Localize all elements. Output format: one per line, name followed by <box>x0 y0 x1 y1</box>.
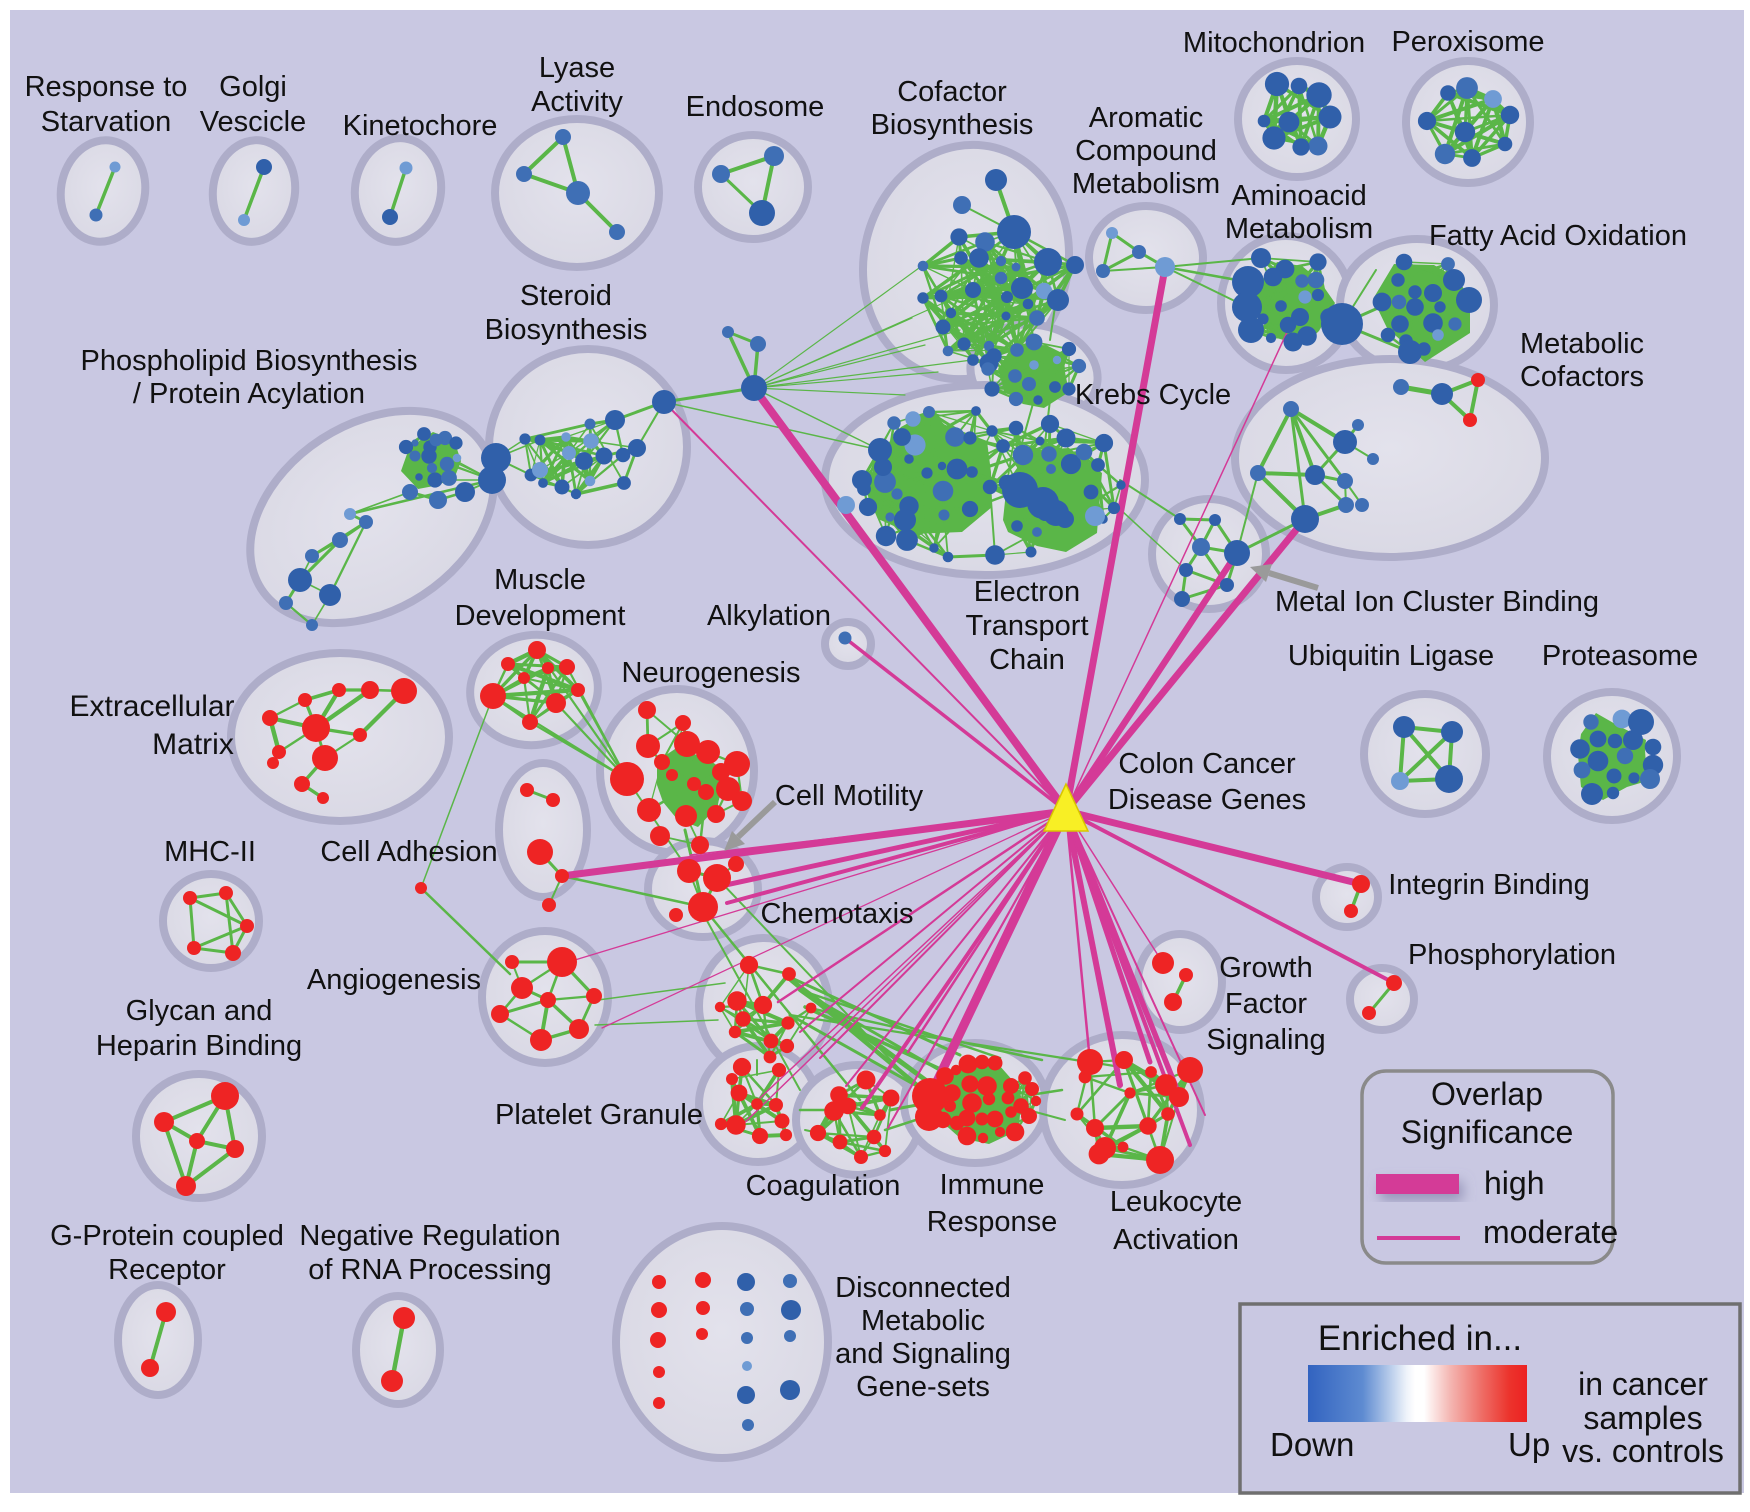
svg-text:Angiogenesis: Angiogenesis <box>307 964 481 996</box>
svg-text:in cancer: in cancer <box>1578 1366 1708 1402</box>
svg-text:Negative Regulation: Negative Regulation <box>299 1220 560 1252</box>
svg-text:Cell Adhesion: Cell Adhesion <box>320 836 497 868</box>
svg-text:Cofactors: Cofactors <box>1520 361 1644 393</box>
svg-text:Endosome: Endosome <box>686 91 825 123</box>
svg-text:Metabolic: Metabolic <box>1520 328 1644 360</box>
svg-text:Mitochondrion: Mitochondrion <box>1183 27 1365 59</box>
svg-text:Muscle: Muscle <box>494 564 586 596</box>
svg-text:Steroid: Steroid <box>520 280 612 312</box>
svg-text:Lyase: Lyase <box>539 52 615 84</box>
svg-text:Platelet Granule: Platelet Granule <box>495 1099 703 1131</box>
svg-text:Biosynthesis: Biosynthesis <box>485 314 648 346</box>
svg-text:samples: samples <box>1583 1400 1702 1436</box>
svg-text:Peroxisome: Peroxisome <box>1391 26 1544 58</box>
svg-text:Activation: Activation <box>1113 1224 1239 1256</box>
svg-text:Metal Ion Cluster Binding: Metal Ion Cluster Binding <box>1275 586 1599 618</box>
svg-text:Metabolism: Metabolism <box>1225 213 1373 245</box>
svg-text:Enriched in...: Enriched in... <box>1318 1319 1522 1358</box>
svg-text:Coagulation: Coagulation <box>746 1170 901 1202</box>
svg-text:Metabolism: Metabolism <box>1072 168 1220 200</box>
svg-text:Golgi: Golgi <box>219 71 287 103</box>
svg-text:high: high <box>1484 1165 1545 1201</box>
svg-text:Metabolic: Metabolic <box>861 1305 985 1337</box>
svg-text:Starvation: Starvation <box>41 106 172 138</box>
svg-text:Cell Motility: Cell Motility <box>775 780 924 812</box>
svg-text:Gene-sets: Gene-sets <box>856 1371 990 1403</box>
svg-text:Receptor: Receptor <box>108 1254 226 1286</box>
svg-text:Biosynthesis: Biosynthesis <box>871 109 1034 141</box>
svg-text:Aminoacid: Aminoacid <box>1231 180 1366 212</box>
svg-text:vs. controls: vs. controls <box>1562 1433 1724 1469</box>
svg-text:Transport: Transport <box>965 610 1088 642</box>
svg-text:Phospholipid Biosynthesis: Phospholipid Biosynthesis <box>81 345 418 377</box>
svg-text:Disconnected: Disconnected <box>835 1272 1011 1304</box>
svg-text:Factor: Factor <box>1225 988 1308 1020</box>
svg-text:Response to: Response to <box>25 71 188 103</box>
svg-text:Integrin Binding: Integrin Binding <box>1388 869 1590 901</box>
svg-text:Krebs Cycle: Krebs Cycle <box>1075 379 1231 411</box>
svg-text:Vescicle: Vescicle <box>200 106 306 138</box>
svg-text:Extracellular: Extracellular <box>69 690 234 723</box>
svg-text:Development: Development <box>455 600 626 632</box>
svg-text:Electron: Electron <box>974 576 1080 608</box>
svg-text:Growth: Growth <box>1219 952 1312 984</box>
svg-text:/ Protein Acylation: / Protein Acylation <box>133 378 365 410</box>
svg-text:Immune: Immune <box>940 1169 1045 1201</box>
svg-text:Compound: Compound <box>1075 135 1217 167</box>
svg-text:Chain: Chain <box>989 644 1065 676</box>
svg-text:Aromatic: Aromatic <box>1089 102 1203 134</box>
svg-text:Leukocyte: Leukocyte <box>1110 1186 1242 1218</box>
svg-text:Alkylation: Alkylation <box>707 600 831 632</box>
svg-text:Chemotaxis: Chemotaxis <box>760 898 913 930</box>
svg-text:Proteasome: Proteasome <box>1542 640 1698 672</box>
svg-text:Matrix: Matrix <box>152 728 234 761</box>
svg-text:Fatty Acid Oxidation: Fatty Acid Oxidation <box>1429 220 1687 252</box>
svg-text:G-Protein coupled: G-Protein coupled <box>50 1220 284 1252</box>
svg-text:Response: Response <box>927 1206 1058 1238</box>
svg-text:Significance: Significance <box>1401 1114 1574 1150</box>
svg-text:Ubiquitin Ligase: Ubiquitin Ligase <box>1288 640 1494 672</box>
svg-text:Colon Cancer: Colon Cancer <box>1118 748 1296 780</box>
svg-text:Neurogenesis: Neurogenesis <box>622 657 801 689</box>
svg-text:moderate: moderate <box>1483 1214 1618 1250</box>
svg-text:Phosphorylation: Phosphorylation <box>1408 939 1616 971</box>
svg-text:Glycan and: Glycan and <box>126 995 273 1027</box>
svg-text:Cofactor: Cofactor <box>897 76 1007 108</box>
svg-text:Up: Up <box>1508 1426 1550 1463</box>
svg-text:Kinetochore: Kinetochore <box>343 110 498 142</box>
svg-text:of RNA Processing: of RNA Processing <box>308 1254 551 1286</box>
svg-text:Disease Genes: Disease Genes <box>1108 784 1306 816</box>
svg-text:Overlap: Overlap <box>1431 1076 1543 1112</box>
svg-text:MHC-II: MHC-II <box>164 836 256 868</box>
svg-text:and Signaling: and Signaling <box>835 1338 1011 1370</box>
svg-text:Signaling: Signaling <box>1206 1024 1325 1056</box>
svg-text:Down: Down <box>1270 1426 1354 1463</box>
svg-text:Activity: Activity <box>531 86 623 118</box>
svg-text:Heparin Binding: Heparin Binding <box>96 1030 302 1062</box>
